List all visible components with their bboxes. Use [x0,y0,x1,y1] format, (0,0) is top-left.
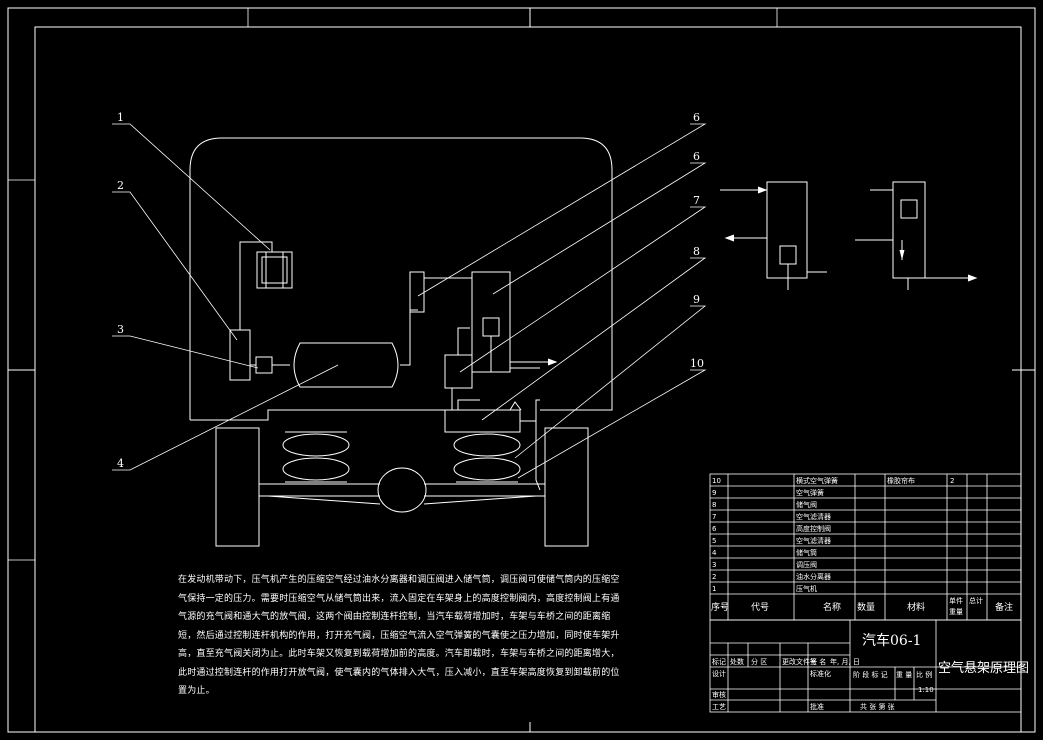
svg-text:空气悬架原理图: 空气悬架原理图 [938,660,1029,676]
valve-detail-discharge [855,181,978,290]
svg-text:重 量: 重 量 [896,671,912,679]
svg-text:调压阀: 调压阀 [796,560,817,569]
callout-4: 4 [117,457,124,470]
svg-text:重量: 重量 [949,608,963,616]
callouts [112,123,707,479]
svg-text:1: 1 [712,585,716,593]
svg-text:分 区: 分 区 [751,657,767,666]
svg-text:空气滤清器: 空气滤清器 [796,512,831,521]
height-control-valve [409,271,558,373]
svg-text:7: 7 [712,513,716,521]
callout-6b: 6 [693,150,700,163]
svg-text:总计: 总计 [969,596,983,605]
svg-text:空气滤清器: 空气滤清器 [796,536,831,545]
svg-text:2: 2 [712,573,716,581]
valve-detail-charge [720,181,827,290]
charge-valve [444,388,541,491]
svg-text:4: 4 [712,549,717,557]
vehicle-body [189,137,613,421]
callout-8: 8 [693,245,700,258]
svg-text:8: 8 [712,501,716,509]
svg-text:5: 5 [712,537,716,545]
parts-list-text: 10 横式空气弹簧 橡胶帘布 2 9 空气弹簧 8 储气阀 7 空气滤清器 6 … [711,476,1013,616]
svg-text:6: 6 [712,525,717,533]
svg-text:空气弹簧: 空气弹簧 [796,488,824,497]
callout-1: 1 [117,111,124,124]
svg-text:储气阀: 储气阀 [796,500,817,509]
callout-9: 9 [693,293,700,306]
svg-text:数量: 数量 [857,601,875,613]
left-wheel [215,427,260,547]
center-marks [8,8,1035,732]
air-tank [293,309,418,388]
svg-text:汽车06-1: 汽车06-1 [862,632,921,649]
svg-text:9: 9 [712,489,716,497]
callout-10: 10 [690,357,704,370]
pressure-regulator [250,356,290,374]
svg-text:2: 2 [950,477,954,485]
svg-text:油水分离器: 油水分离器 [796,572,831,581]
callout-2: 2 [117,179,124,192]
svg-text:更改文件号: 更改文件号 [782,657,817,666]
svg-text:序号: 序号 [711,601,729,613]
svg-text:橡胶帘布: 橡胶帘布 [887,476,915,485]
svg-text:审核: 审核 [712,690,726,699]
svg-text:储气筒: 储气筒 [796,548,817,557]
svg-text:备注: 备注 [995,601,1013,613]
svg-text:代号: 代号 [751,602,769,613]
callout-6a: 6 [693,111,700,124]
right-wheel [544,427,589,547]
svg-text:10: 10 [712,477,721,485]
inner-border [34,26,1022,733]
svg-text:标记: 标记 [712,657,726,666]
svg-text:3: 3 [712,561,716,569]
svg-text:阶 段 标 记: 阶 段 标 记 [853,670,888,679]
svg-text:比 例: 比 例 [916,670,932,679]
svg-text:名称: 名称 [823,601,841,613]
title-block-text: 汽车06-1 空气悬架原理图 标记 处数 分 区 更改文件号 签 名 年, 月,… [712,632,1029,711]
callout-3: 3 [117,323,124,336]
air-filter [444,327,473,389]
svg-text:材料: 材料 [907,601,925,613]
right-air-spring [453,431,521,483]
svg-text:设计: 设计 [712,669,726,678]
description-text: 在发动机带动下，压气机产生的压缩空气经过油水分离器和调压阀进入储气筒，调压阀可使… [178,575,620,696]
zone-marks [8,8,778,561]
compressor [239,241,293,330]
svg-text:单件: 单件 [949,596,963,605]
oil-water-separator [229,329,251,381]
svg-text:横式空气弹簧: 横式空气弹簧 [796,476,838,485]
svg-text:标准化: 标准化 [810,669,831,678]
left-air-spring [282,431,350,483]
title-block [709,619,1022,713]
svg-text:高度控制阀: 高度控制阀 [796,524,831,533]
callout-7: 7 [693,194,700,207]
svg-text:批准: 批准 [810,702,824,711]
svg-text:压气机: 压气机 [796,584,817,593]
svg-text:年, 月, 日: 年, 月, 日 [830,657,860,666]
svg-text:签 名: 签 名 [810,657,826,666]
svg-text:共 张 第 张: 共 张 第 张 [860,702,895,711]
svg-text:1:10: 1:10 [918,686,934,694]
svg-text:处数: 处数 [730,657,744,666]
svg-text:工艺: 工艺 [712,703,726,711]
axle [259,467,545,513]
